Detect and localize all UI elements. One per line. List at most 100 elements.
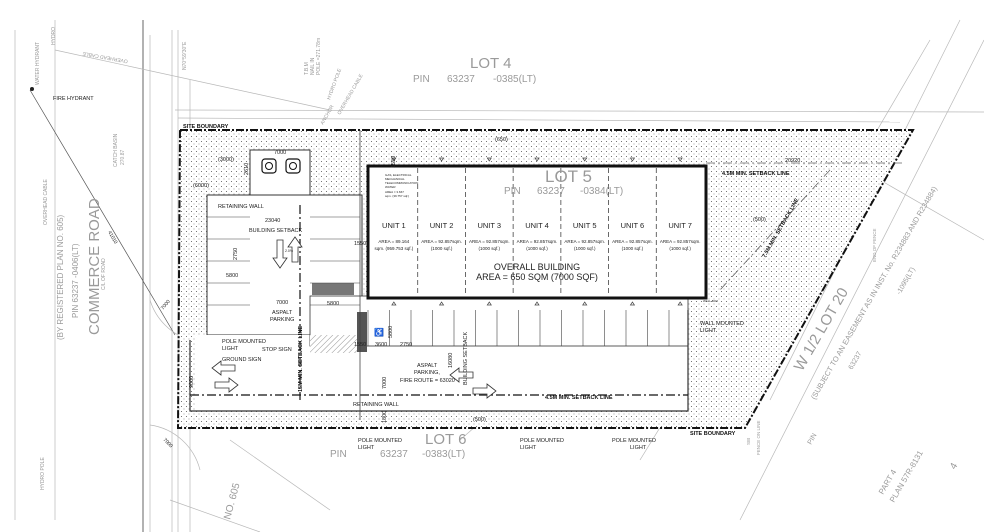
dim-3600: 3600 (375, 342, 387, 348)
unit-area: AREA = 92.857sqm. (421, 239, 462, 244)
lot4-pin: PIN (413, 74, 430, 85)
arrow-down-icon (272, 239, 288, 269)
arrow-left-icon (211, 360, 236, 376)
overall-building-area: AREA = 650 SQM (7000 SQF) (476, 272, 598, 282)
arrow-right-icon (214, 377, 239, 393)
unit-label: UNIT 4 (525, 221, 549, 230)
lot5-label: LOT 5 (545, 167, 592, 186)
dim-2750: 2750 (233, 248, 239, 260)
door-marker-icon (438, 301, 445, 306)
dim-5800-b: 5800 (327, 301, 339, 307)
site-boundary-label-bottom: SITE BOUNDARY (690, 431, 736, 437)
unit-area-sqf: (1000 sqf.) (431, 246, 453, 251)
unit-label: UNIT 7 (668, 221, 692, 230)
dim-3000: (3000) (218, 157, 234, 163)
door-marker-icon (629, 157, 636, 162)
dim-5800: 5800 (226, 273, 238, 279)
door-marker-icon (677, 301, 683, 306)
door-marker-icon (391, 301, 397, 306)
setback-45-top-label: 4.5M MIN. SETBACK LINE (722, 171, 790, 177)
building-setback-label: BUILDING SETBACK (249, 228, 303, 234)
dim-650: (650) (495, 137, 508, 143)
dim-2610: 2610 (244, 163, 250, 175)
pole-light-label-2: POLE MOUNTED (358, 438, 402, 444)
dim-1550-c: 1550 (391, 156, 397, 168)
road-name: COMMERCE ROAD (86, 198, 103, 335)
dim-500: (500) (473, 417, 486, 423)
pole-light-label-3: POLE MOUNTED (520, 438, 564, 444)
overhead-cable-top-label: OVERHEAD CABLE (337, 73, 365, 116)
pole-light-label-4: POLE MOUNTED (612, 438, 656, 444)
dim-1550-b: 1550 (354, 342, 366, 348)
wall-light-label-b: LIGHT (700, 328, 717, 334)
unit-area-sqf: (1000 sqf.) (574, 246, 596, 251)
setback-lines (190, 130, 905, 420)
pole-light-label-2b: LIGHT (358, 445, 375, 451)
transformer-icon (261, 158, 301, 174)
lot20-pin-number: 63237 (848, 351, 864, 371)
dim-20920: 20920 (785, 158, 800, 164)
parking-bottom-label-2: PARKING, (414, 370, 440, 376)
unit-area-sqf: (1000 sqf.) (479, 246, 501, 251)
sib-label: SIB (746, 438, 751, 445)
pole-light-label-b: LIGHT (222, 346, 239, 352)
retaining-wall-bottom-label: RETAINING WALL (353, 402, 399, 408)
door-marker-icon (534, 157, 540, 162)
arrow-up-icon (287, 236, 303, 263)
retaining-wall-label: RETAINING WALL (218, 204, 264, 210)
utility-legend-2: MECHANICAL (385, 177, 405, 181)
dim-1550: 1550 (354, 241, 366, 247)
unit-area: AREA = 92.857sqm. (660, 239, 701, 244)
building-setback-bottom-label: BUILDING SETBACK (463, 331, 469, 385)
unit-label: UNIT 1 (382, 221, 406, 230)
slope-label: 2.0% (285, 249, 293, 253)
wall-box-label: WALL BOX (703, 299, 718, 303)
end-of-fence-label: END OF FENCE (872, 228, 877, 262)
parking-label: ASPALT (272, 310, 293, 316)
door-marker-icon (629, 301, 636, 306)
dim-500-b: (500) (753, 217, 766, 223)
bottom-plan-label: NO. 605 (222, 482, 242, 521)
dim-5800-c: 5800 (388, 326, 394, 338)
unit-area: AREA = 92.857sqm. (469, 239, 510, 244)
lot5-pin-number: 63237 (537, 186, 565, 197)
dim-7000-top: 7000 (274, 150, 286, 156)
dim-1800: 1800 (382, 411, 388, 423)
lot6-label: LOT 6 (425, 431, 466, 448)
unit-area: AREA = 89.164 (378, 239, 409, 244)
arrow-right-icon (472, 383, 497, 399)
lot5-pin-suffix: -0384(LT) (580, 186, 623, 197)
door-marker-icon (582, 301, 588, 306)
ramp (357, 312, 367, 352)
utility-legend-3: TELECOMMUNICATION (385, 181, 418, 185)
unit-area: AREA = 92.857sqm. (564, 239, 605, 244)
tbm-nail: NAIL IN (310, 57, 316, 75)
ground-sign-label: GROUND SIGN (222, 357, 261, 363)
unit-area: AREA = 92.857sqm. (612, 239, 653, 244)
accessible-parking-icon: ♿ (374, 327, 384, 337)
stop-sign-label: STOP SIGN (262, 347, 292, 353)
lot20-pin: PIN (807, 432, 819, 446)
lot4-pin-number: 63237 (447, 74, 475, 85)
paved-parking (189, 149, 689, 412)
catch-basin-elevation: 270.87 (120, 149, 126, 165)
overhead-cable-left-label: OVERHEAD CABLE (43, 178, 49, 225)
fire-hydrant-icon (30, 87, 34, 91)
door-marker-icon (582, 157, 588, 162)
unit-label: UNIT 5 (573, 221, 597, 230)
lot4-label: LOT 4 (470, 55, 511, 72)
arrow-left-icon (449, 367, 474, 383)
tbm-label: T.B.M (304, 62, 310, 75)
setback-45-bottom-label: 4.5M MIN. SETBACK LINE (545, 395, 613, 401)
road-plan: (BY REGISTERED PLAN NO. 605) (56, 214, 65, 340)
pole-light-label-4b: LIGHT (630, 445, 647, 451)
unit-area-sqf: sqm. (959.753 sqf.) (374, 246, 413, 251)
road-centerline: C/L OF ROAD (101, 258, 107, 290)
door-marker-icon (438, 157, 445, 162)
part4-number: 4 (948, 461, 961, 472)
door-marker-icon (391, 157, 397, 162)
pole-light-label-3b: LIGHT (520, 445, 537, 451)
lot6-pin: PIN (330, 449, 347, 460)
fire-hydrant-label: FIRE HYDRANT (53, 96, 94, 102)
